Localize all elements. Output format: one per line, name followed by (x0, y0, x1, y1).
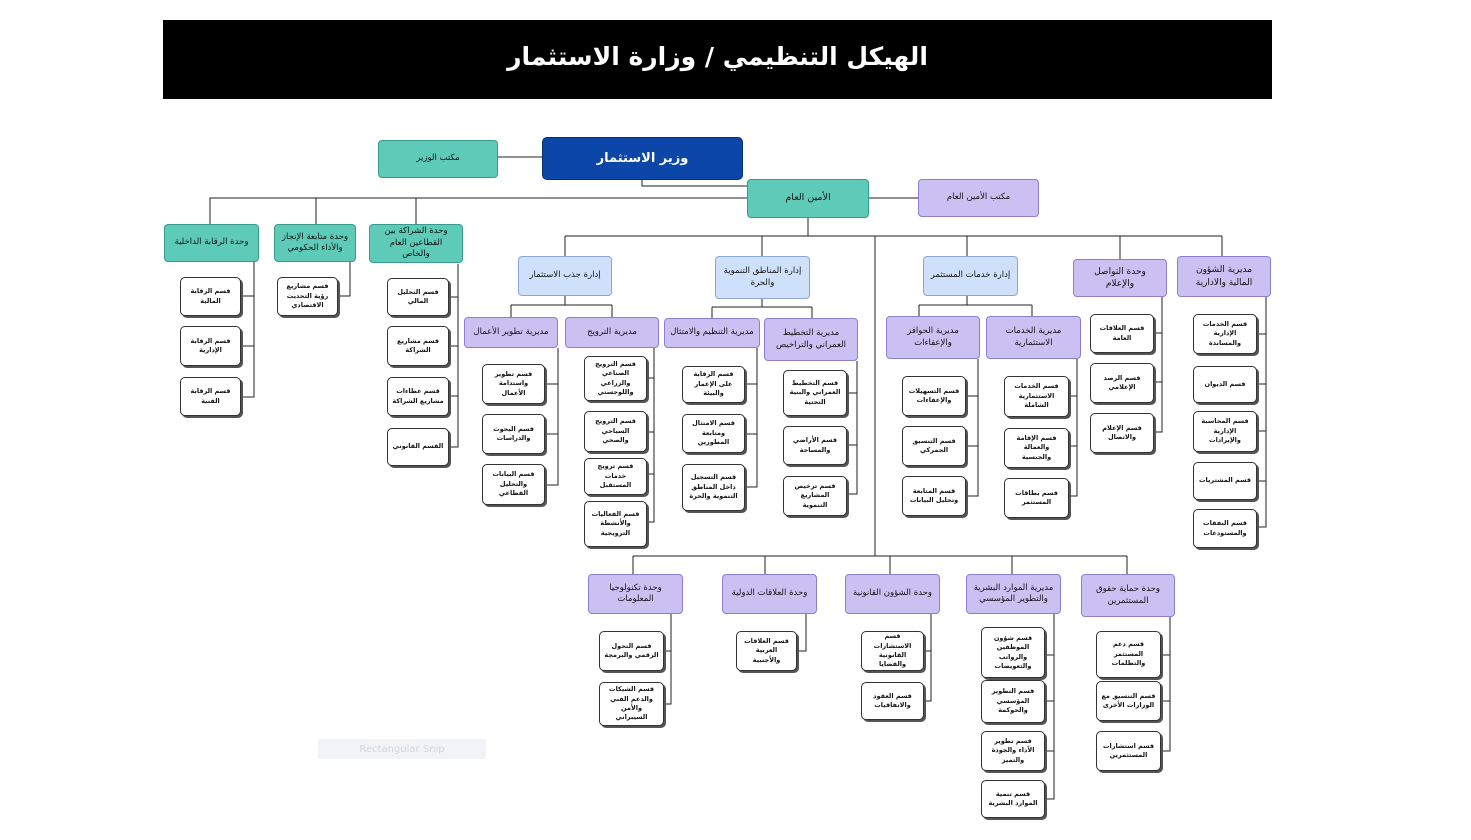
section-box: قسم البيانات والتحليل القطاعي (482, 464, 545, 505)
section-box: قسم الترويج الصناعي والزراعي واللوجستي (584, 356, 647, 401)
section-box: قسم العلاقات العامة (1090, 314, 1154, 353)
section-box: قسم دعم المستثمر والتظلمات (1096, 631, 1161, 678)
communication-unit-box: وحدة التواصل والإعلام (1073, 259, 1167, 297)
section-box: قسم التحول الرقمي والبرمجة (599, 631, 664, 671)
section-box: قسم الإعلام والاتصال (1090, 413, 1154, 453)
section-box: قسم الاستشارات القانونية والقضايا (861, 631, 924, 671)
section-box: قسم المشتريات (1193, 462, 1257, 500)
section-box: قسم العلاقات العربية والأجنبية (736, 631, 797, 671)
rectangular-snip-overlay: Rectangular Snip (318, 739, 486, 759)
regulation-box: مديرية التنظيم والامتثال (664, 318, 760, 348)
page-title: الهيكل التنظيمي / وزارة الاستثمار (507, 42, 928, 71)
section-box: قسم مشاريع الشراكة (387, 326, 449, 366)
section-box: قسم عطاءات مشاريع الشراكة (387, 377, 449, 416)
section-box: قسم التخطيط العمراني والبنية التحتية (783, 370, 847, 416)
section-box: قسم تطوير واستدامة الأعمال (482, 364, 545, 404)
section-box: قسم المحاسبة الإدارية والإيرادات (1193, 411, 1257, 452)
section-box: قسم الترويج السياحي والصحي (584, 411, 647, 452)
section-box: قسم العقود والاتفاقيات (861, 682, 924, 720)
minister-office-box: مكتب الوزير (378, 140, 498, 178)
sg-office-box: مكتب الأمين العام (918, 179, 1039, 217)
business-dev-box: مديرية تطوير الأعمال (464, 317, 558, 348)
section-box: قسم الشبكات والدعم الفني والأمن السيبران… (599, 682, 664, 726)
investor-services-box: إدارة خدمات المستثمر (923, 256, 1018, 296)
section-box: قسم البحوث والدراسات (482, 414, 545, 454)
section-box: قسم التطوير المؤسسي والحوكمة (981, 680, 1045, 723)
section-box: قسم مشاريع رؤية التحديث الاقتصادي (277, 277, 338, 316)
section-box: قسم الامتثال ومتابعة المطورين (682, 414, 745, 453)
section-box: قسم التسجيل داخل المناطق التنموية والحرة (682, 464, 745, 511)
title-banner: الهيكل التنظيمي / وزارة الاستثمار (163, 20, 1272, 99)
section-box: القسم القانوني (387, 428, 449, 466)
section-box: قسم المتابعة وتحليل البيانات (902, 476, 966, 516)
section-box: قسم استشارات المستثمرين (1096, 731, 1161, 771)
section-box: قسم الرقابة المالية (180, 277, 241, 316)
section-box: قسم النفقات والمستودعات (1193, 509, 1257, 548)
finance-admin-box: مديرية الشؤون المالية والادارية (1177, 256, 1271, 297)
section-box: قسم بطاقات المستثمر (1004, 478, 1069, 518)
followup-unit-box: وحدة متابعة الإنجاز والأداء الحكومي (274, 224, 356, 262)
dev-zones-box: إدارة المناطق التنموية والحرة (715, 256, 810, 299)
section-box: قسم تطوير الأداء والجودة والتميز (981, 731, 1045, 771)
section-box: قسم الأراضي والمساحة (783, 426, 847, 465)
section-box: قسم التنسيق مع الوزارات الأخرى (1096, 681, 1161, 721)
incentives-box: مديرية الحوافز والإعفاءات (886, 316, 980, 359)
secretary-general-box: الأمين العام (747, 179, 869, 218)
section-box: قسم الفعاليات والأنشطة الترويجية (584, 501, 647, 547)
section-box: قسم التسهيلات والإعفاءات (902, 376, 966, 416)
partnership-unit-box: وحدة الشراكة بين القطاعين العام والخاص (369, 224, 463, 263)
intl-relations-unit-box: وحدة العلاقات الدولية (722, 574, 817, 614)
section-box: قسم الإقامة والعمالة والجنسية (1004, 428, 1069, 468)
section-box: قسم ترخيص المشاريع التنموية (783, 476, 847, 516)
section-box: قسم التنسيق الجمركي (902, 426, 966, 466)
section-box: قسم ترويج خدمات المستقبل (584, 458, 647, 495)
investor-rights-unit-box: وحدة حماية حقوق المستثمرين (1081, 574, 1175, 617)
it-unit-box: وحدة تكنولوجيا المعلومات (588, 574, 683, 614)
section-box: قسم الخدمات الاستثمارية الشاملة (1004, 376, 1069, 417)
section-box: قسم الرقابة على الإعمار والبيئة (682, 366, 745, 403)
legal-unit-box: وحدة الشؤون القانونية (845, 574, 940, 614)
internal-audit-unit-box: وحدة الرقابة الداخلية (164, 224, 259, 262)
investment-services-dir-box: مديرية الخدمات الاستثمارية (986, 316, 1081, 359)
section-box: قسم شؤون الموظفين والرواتب والتعويضات (981, 627, 1045, 678)
section-box: قسم التحليل المالي (387, 278, 449, 316)
hr-dir-box: مديرية الموارد البشرية والتطوير المؤسسي (966, 574, 1061, 614)
section-box: قسم الرقابة الإدارية (180, 326, 241, 366)
section-box: قسم الرقابة الفنية (180, 377, 241, 416)
section-box: قسم الرصد الإعلامي (1090, 363, 1154, 403)
urban-planning-box: مديرية التخطيط العمراني والتراخيص (764, 318, 858, 361)
investment-attraction-box: إدارة جذب الاستثمار (518, 256, 612, 296)
section-box: قسم تنمية الموارد البشرية (981, 780, 1045, 818)
minister-box: وزير الاستثمار (542, 137, 743, 180)
section-box: قسم الديوان (1193, 366, 1257, 403)
section-box: قسم الخدمات الإدارية والمساندة (1193, 314, 1257, 354)
promotion-box: مديرية الترويج (565, 317, 659, 348)
